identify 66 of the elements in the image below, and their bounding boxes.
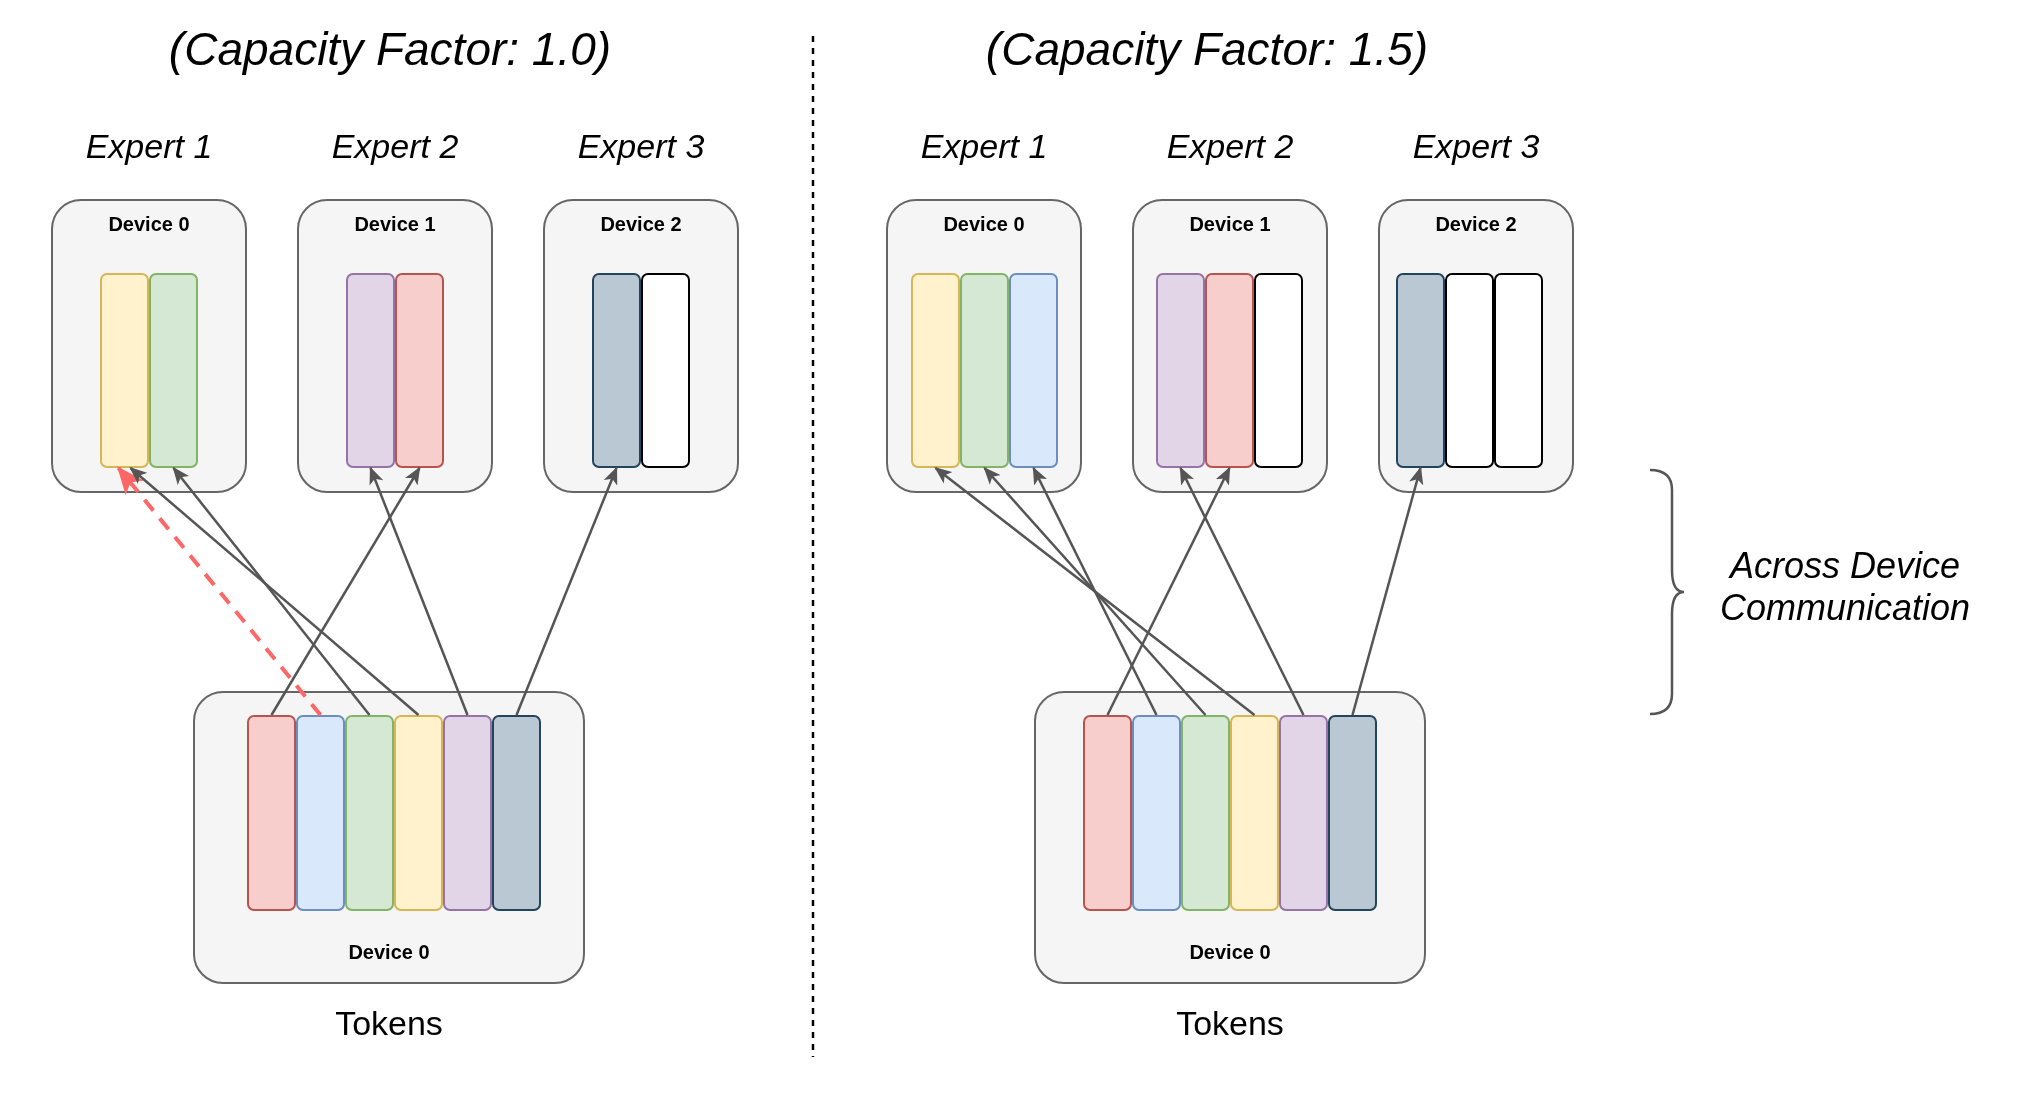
arrow — [1032, 466, 1158, 716]
annotation-text: Across Device Communication — [1718, 545, 1972, 629]
expert-label: Expert 3 — [1411, 127, 1541, 166]
tokens-label: Tokens — [334, 1004, 444, 1043]
capacity-factor-title: (Capacity Factor: 1.0) — [167, 22, 613, 76]
expert-label: Expert 2 — [330, 127, 460, 166]
device-box — [51, 199, 247, 493]
device-box — [1378, 199, 1574, 493]
arrow — [172, 466, 371, 716]
device-box — [297, 199, 493, 493]
token-bar — [344, 714, 394, 911]
device-label: Device 0 — [347, 941, 431, 964]
device-box — [193, 691, 585, 984]
token-bar — [1327, 714, 1377, 911]
expert-label: Expert 1 — [919, 127, 1049, 166]
arrow — [934, 467, 1256, 716]
token-bar — [148, 272, 198, 468]
empty-slot — [1253, 272, 1303, 468]
device-box — [1034, 691, 1426, 984]
token-bar — [1082, 714, 1132, 911]
arrow — [1106, 466, 1231, 716]
expert-label: Expert 2 — [1165, 127, 1295, 166]
token-bar — [1131, 714, 1181, 911]
arrow — [1179, 466, 1305, 716]
token-bar — [1204, 272, 1254, 468]
arrow — [369, 466, 469, 716]
device-box — [543, 199, 739, 493]
device-label: Device 2 — [1434, 213, 1518, 236]
empty-slot — [1493, 272, 1543, 468]
capacity-factor-title: (Capacity Factor: 1.5) — [984, 22, 1430, 76]
token-bar — [1229, 714, 1279, 911]
tokens-label: Tokens — [1175, 1004, 1285, 1043]
arrow — [1351, 466, 1424, 716]
token-bar — [1008, 272, 1058, 468]
device-label: Device 0 — [942, 213, 1026, 236]
token-bar — [1155, 272, 1205, 468]
token-bar — [910, 272, 960, 468]
token-bar — [959, 272, 1009, 468]
empty-slot — [640, 272, 690, 468]
token-bar — [491, 714, 541, 911]
arrow — [983, 466, 1207, 716]
device-label: Device 1 — [1188, 213, 1272, 236]
device-box — [886, 199, 1082, 493]
device-label: Device 0 — [1188, 941, 1272, 964]
arrow — [270, 466, 421, 716]
token-bar — [1180, 714, 1230, 911]
token-bar — [1395, 272, 1445, 468]
token-bar — [295, 714, 345, 911]
token-bar — [394, 272, 444, 468]
token-bar — [1278, 714, 1328, 911]
token-bar — [345, 272, 395, 468]
device-label: Device 2 — [599, 213, 683, 236]
arrow — [129, 467, 420, 716]
device-box — [1132, 199, 1328, 493]
device-label: Device 0 — [107, 213, 191, 236]
empty-slot — [1444, 272, 1494, 468]
token-bar — [591, 272, 641, 468]
device-label: Device 1 — [353, 213, 437, 236]
token-bar — [246, 714, 296, 911]
token-bar — [442, 714, 492, 911]
token-bar — [99, 272, 149, 468]
expert-label: Expert 1 — [84, 127, 214, 166]
arrow — [515, 466, 618, 716]
arrow — [116, 466, 323, 717]
token-bar — [393, 714, 443, 911]
expert-label: Expert 3 — [576, 127, 706, 166]
